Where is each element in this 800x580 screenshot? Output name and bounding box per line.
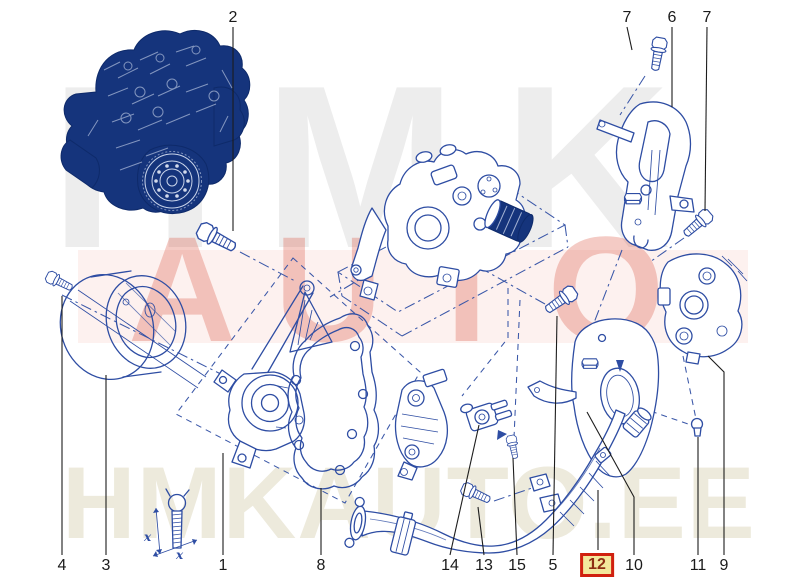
- hose-clamp: [389, 511, 417, 556]
- engine-texture: [87, 45, 233, 171]
- plug-part-11: [690, 417, 704, 437]
- vacuum-valve-part: [394, 368, 513, 481]
- fasteners: [43, 35, 716, 507]
- dimension-inset: x x: [143, 488, 198, 562]
- callout-8[interactable]: 8: [316, 557, 326, 574]
- water-pump-part: [213, 280, 333, 469]
- engine-illustration: [60, 30, 251, 214]
- callout-13[interactable]: 13: [475, 557, 493, 574]
- bolt-part-4: [43, 269, 76, 295]
- callout-3[interactable]: 3: [101, 557, 111, 574]
- dimension-label-1: x: [143, 530, 152, 544]
- bolt-part-2: [193, 219, 240, 257]
- callout-5[interactable]: 5: [548, 557, 558, 574]
- pipe-end-clamp: [622, 407, 652, 438]
- callout-7b[interactable]: 7: [702, 9, 712, 26]
- pump-assembly-part: [350, 144, 534, 301]
- leader-lines: [61, 26, 725, 556]
- mounting-bracket-part: [596, 101, 695, 251]
- callout-7a[interactable]: 7: [622, 9, 632, 26]
- bolt-part-15: [505, 434, 522, 460]
- flywheel: [142, 151, 202, 211]
- dimension-label-2: x: [175, 548, 184, 562]
- callout-4[interactable]: 4: [57, 557, 67, 574]
- pulley-part: [59, 270, 187, 381]
- callout-12-highlighted[interactable]: 12: [580, 553, 614, 577]
- bolt-part-13: [458, 480, 494, 507]
- thermostat-housing-part: [657, 253, 748, 365]
- callout-14[interactable]: 14: [441, 557, 459, 574]
- callout-10[interactable]: 10: [625, 557, 643, 574]
- water-pipe-part: [344, 407, 652, 556]
- assembly-motor: [484, 199, 534, 243]
- bolt-part-7a: [646, 35, 669, 73]
- bolt-part-5: [541, 283, 581, 318]
- callout-9[interactable]: 9: [719, 557, 729, 574]
- callout-2[interactable]: 2: [228, 9, 238, 26]
- callout-1[interactable]: 1: [218, 557, 228, 574]
- callout-11[interactable]: 11: [689, 557, 707, 574]
- callout-6[interactable]: 6: [667, 9, 677, 26]
- callout-15[interactable]: 15: [508, 557, 526, 574]
- pipe-flange: [344, 496, 367, 548]
- gasket-part: [275, 313, 380, 490]
- bolt-part-7b: [679, 206, 716, 241]
